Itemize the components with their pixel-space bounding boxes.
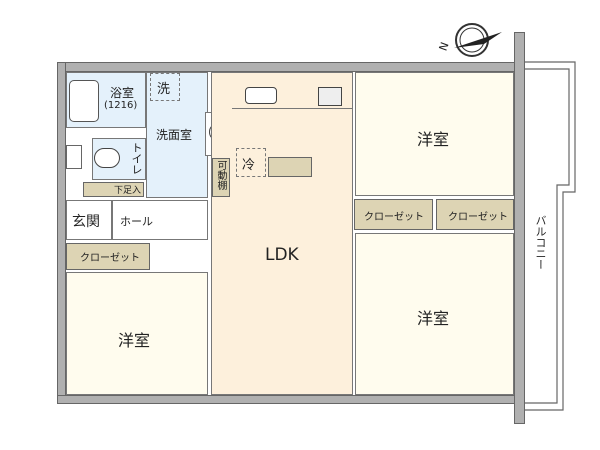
stove-icon (318, 87, 342, 106)
window-left (66, 145, 82, 169)
balcony-outline (520, 61, 576, 411)
ldk (211, 72, 353, 395)
sink-icon (245, 87, 277, 104)
western-room-top-right-label: 洋室 (417, 130, 450, 149)
balcony-label: バルコニー (534, 215, 547, 270)
closet-left-label: クローゼット (80, 253, 140, 264)
hall (112, 200, 208, 240)
fridge-label: 冷 (242, 158, 256, 173)
bathtub-icon (69, 80, 99, 122)
shoe-box (83, 182, 144, 197)
kitchen-cabinet (268, 157, 312, 177)
wall-right (514, 32, 525, 424)
wall-left (57, 62, 66, 404)
bathroom-label: 浴室 (110, 86, 135, 100)
closet-right-2-label: クローゼット (448, 212, 508, 223)
closet-right-1 (354, 199, 433, 230)
closet-left (66, 243, 150, 270)
washer-space (150, 73, 180, 101)
western-room-left (66, 272, 208, 395)
washroom-label: 洗面室 (156, 128, 193, 142)
washroom (146, 72, 208, 198)
wall-top (57, 62, 523, 72)
closet-right-2 (436, 199, 514, 230)
fridge-space (236, 148, 266, 177)
shoe-box-label: 下足入 (114, 186, 142, 196)
toilet-icon (94, 148, 120, 168)
washer-label: 洗 (157, 82, 171, 97)
entrance (66, 200, 112, 240)
wall-bottom (57, 395, 523, 404)
compass-icon (454, 23, 502, 57)
movable-shelf-label: 可動棚 (215, 160, 226, 190)
closet-right-1-label: クローゼット (364, 212, 424, 223)
bathroom-size: (1216) (104, 100, 138, 111)
entrance-label: 玄関 (72, 214, 100, 230)
movable-shelf (212, 158, 230, 197)
hall-label: ホール (120, 215, 153, 228)
ldk-label: LDK (265, 245, 299, 265)
toilet-label: トイレ (130, 142, 143, 175)
western-room-bottom-right-label: 洋室 (417, 309, 450, 328)
western-room-top-right (355, 72, 514, 196)
western-room-bottom-right (355, 233, 514, 395)
western-room-left-label: 洋室 (118, 331, 151, 350)
